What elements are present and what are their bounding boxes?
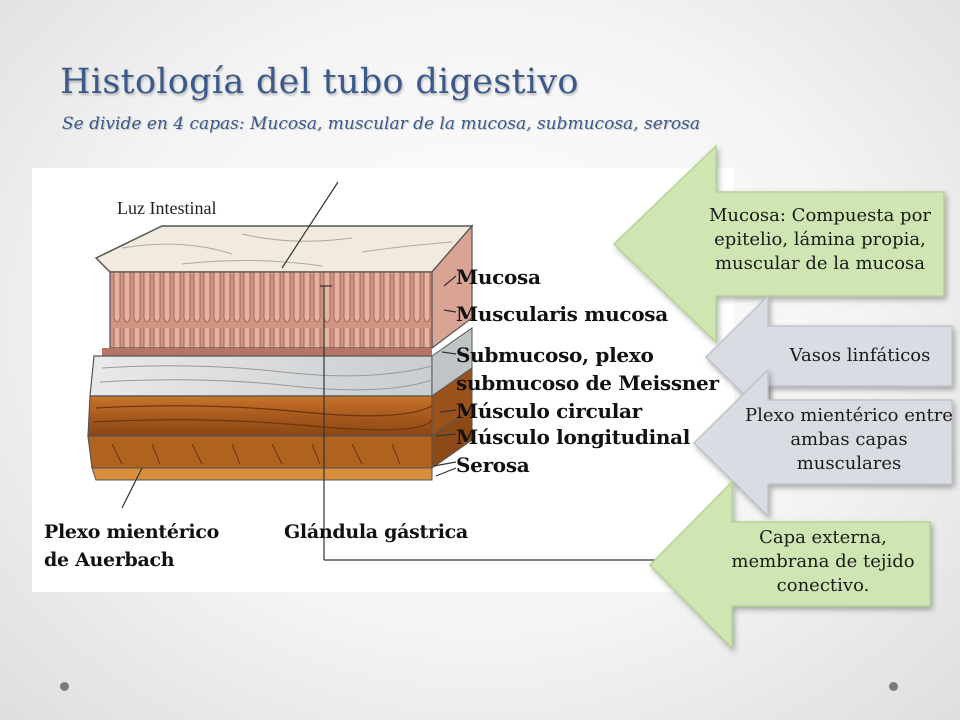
tissue-block-illustration [87, 181, 672, 561]
layer-label-circular-muscle: Músculo circular [456, 399, 642, 423]
slide-subtitle: Se divide en 4 capas: Mucosa, muscular d… [62, 114, 700, 134]
mucosa-layer [109, 271, 433, 349]
plexo-mienterico-label-line2: de Auerbach [44, 549, 175, 571]
callout-plexo-text: Plexo mientérico entre ambas capas muscu… [745, 405, 953, 474]
layer-label-submucosa: Submucoso, plexo [456, 343, 654, 367]
histology-figure: Luz Intestinal Mucosa Muscularis mucosa … [32, 168, 734, 592]
glandula-gastrica-label: Glándula gástrica [284, 521, 468, 543]
callout-mucosa-text: Mucosa: Compuesta por epitelio, lámina p… [708, 205, 932, 274]
luz-intestinal-label: Luz Intestinal [117, 198, 217, 218]
layer-label-serosa: Serosa [456, 453, 530, 477]
callout-serosa: Capa externa, membrana de tejido conecti… [648, 480, 938, 650]
layer-label-longitudinal-muscle: Músculo longitudinal [456, 425, 691, 449]
callout-serosa-text: Capa externa, membrana de tejido conecti… [731, 527, 915, 596]
layer-label-muscularis-mucosa: Muscularis mucosa [456, 302, 668, 326]
longitudinal-muscle-layer [87, 435, 433, 469]
slide-title: Histología del tubo digestivo [60, 62, 579, 102]
bullet-dot-left-icon [60, 682, 69, 691]
layer-label-mucosa: Mucosa [456, 265, 541, 289]
serosa-layer [91, 467, 433, 481]
callout-vasos-text: Vasos linfáticos [789, 345, 931, 366]
layer-label-meissner: submucoso de Meissner [456, 371, 719, 395]
plexo-mienterico-label-line1: Plexo mientérico [44, 521, 219, 543]
bullet-dot-right-icon [889, 682, 898, 691]
submucosa-layer [89, 355, 433, 397]
callout-plexo-mienterico: Plexo mientérico entre ambas capas muscu… [692, 368, 960, 518]
callout-mucosa: Mucosa: Compuesta por epitelio, lámina p… [612, 144, 960, 344]
